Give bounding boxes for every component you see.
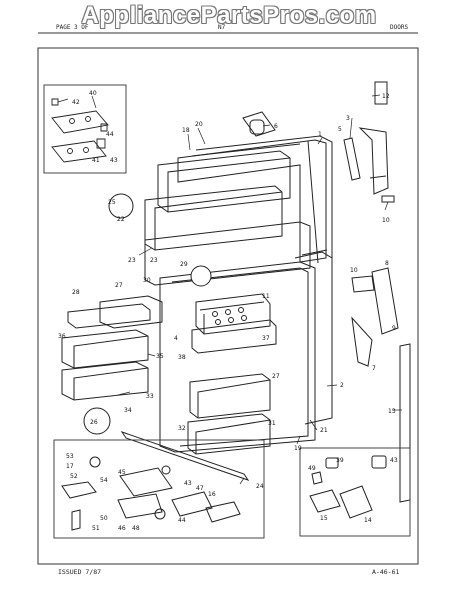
callout-26: 26	[90, 419, 98, 426]
freezer-door-assembly	[177, 111, 333, 264]
callout-13: 13	[388, 408, 396, 415]
callout-20: 20	[195, 121, 203, 128]
detail-circles	[83, 193, 212, 435]
callout-44-top: 44	[106, 131, 114, 138]
callout-19: 19	[294, 445, 302, 452]
removable-bin-left	[61, 295, 163, 401]
callout-33: 33	[146, 393, 154, 400]
diagram-border	[37, 47, 419, 565]
callout-23-left: 23	[128, 257, 136, 264]
inset-box-hinge-top	[43, 84, 127, 174]
header-page-label: PAGE 3 OF	[56, 24, 89, 31]
callout-45: 45	[118, 469, 126, 476]
callout-53: 53	[66, 453, 74, 460]
callout-32: 32	[178, 425, 186, 432]
callout-42: 42	[72, 99, 80, 106]
callout-29: 29	[180, 261, 188, 268]
callout-43-bottom: 43	[184, 480, 192, 487]
footer-issued-date: ISSUED 7/87	[58, 568, 102, 576]
callout-3: 3	[346, 115, 350, 122]
callout-54: 54	[100, 477, 108, 484]
callout-15: 15	[320, 515, 328, 522]
callout-48: 48	[132, 525, 140, 532]
callout-5: 5	[338, 126, 342, 133]
door-bins	[187, 373, 271, 455]
callout-31: 31	[268, 420, 276, 427]
callout-50: 50	[100, 515, 108, 522]
inset-box-hinge-covers	[299, 447, 411, 537]
callout-41: 41	[92, 157, 100, 164]
callout-34: 34	[124, 407, 132, 414]
callout-36: 36	[58, 333, 66, 340]
callout-27-left: 27	[115, 282, 123, 289]
callout-2: 2	[340, 382, 344, 389]
callout-8: 8	[385, 260, 389, 267]
inset-box-hinge-bottom	[53, 439, 265, 539]
callout-16: 16	[208, 491, 216, 498]
callout-47: 47	[196, 485, 204, 492]
watermark: AppliancePartsPros.com	[81, 2, 377, 29]
callout-44-bottom: 44	[178, 517, 186, 524]
callout-10-bottom: 10	[350, 267, 358, 274]
callout-25: 25	[108, 199, 116, 206]
footer-drawing-code: A-46-61	[372, 568, 400, 576]
lower-hinge-parts	[61, 456, 241, 531]
callout-1: 1	[318, 131, 322, 138]
callout-17: 17	[66, 463, 74, 470]
callout-6: 6	[274, 123, 278, 130]
header-section-label: DOORS	[390, 24, 409, 31]
callout-21: 21	[320, 427, 328, 434]
callout-12: 12	[382, 93, 390, 100]
callout-35: 35	[156, 353, 164, 360]
callout-46: 46	[118, 525, 126, 532]
callout-9: 9	[392, 325, 396, 332]
callout-40: 40	[89, 90, 97, 97]
dairy-compartment	[191, 293, 277, 354]
callout-39: 39	[336, 457, 344, 464]
door-trim-strip	[120, 431, 250, 481]
callout-30: 30	[143, 277, 151, 284]
hinge-cover-parts	[309, 455, 387, 519]
callout-52: 52	[70, 473, 78, 480]
refrigerator-door-assembly	[159, 249, 333, 453]
callout-10-top: 10	[382, 217, 390, 224]
leader-lines	[57, 94, 402, 485]
callout-7: 7	[372, 365, 376, 372]
callout-38: 38	[178, 354, 186, 361]
callout-51: 51	[92, 525, 100, 532]
header-model-label: N7	[218, 24, 226, 31]
callout-14: 14	[364, 517, 372, 524]
freezer-door-gasket	[144, 221, 311, 286]
callout-4: 4	[174, 335, 178, 342]
callout-43-right: 43	[390, 457, 398, 464]
callout-28: 28	[72, 289, 80, 296]
callout-22: 22	[117, 216, 125, 223]
callout-18: 18	[182, 127, 190, 134]
hinge-plate-part	[51, 98, 109, 163]
callout-24: 24	[256, 483, 264, 490]
callout-49: 49	[308, 465, 316, 472]
callout-37: 37	[262, 335, 270, 342]
callout-23-mid: 23	[150, 257, 158, 264]
callout-43-top: 43	[110, 157, 118, 164]
callout-27-right: 27	[272, 373, 280, 380]
callout-11: 11	[262, 293, 270, 300]
